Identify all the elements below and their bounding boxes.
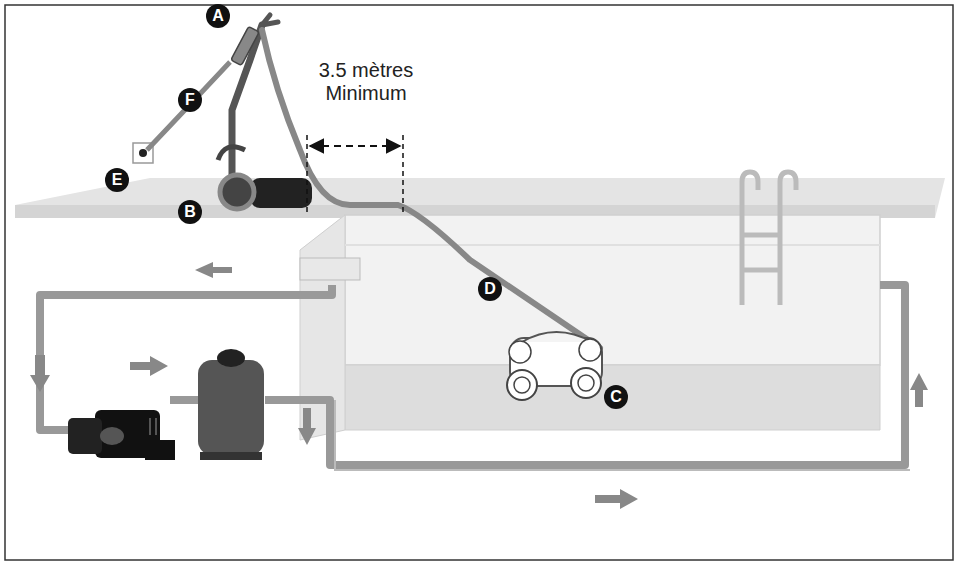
- robot-wheel: [509, 341, 531, 363]
- skimmer: [300, 258, 360, 280]
- callout-letter: F: [178, 88, 202, 112]
- filter-valve: [217, 349, 245, 367]
- power-cable: [147, 62, 230, 150]
- pool-pump: [68, 410, 175, 460]
- pump-filter-pipe: [170, 396, 200, 404]
- caddy-base: [250, 178, 312, 208]
- flow-arrow: [910, 373, 928, 407]
- control-box: [231, 26, 259, 65]
- ladder-step: [742, 233, 780, 238]
- pool-back-wall: [345, 215, 880, 365]
- robot-wheel: [507, 370, 537, 400]
- caddy-handle: [262, 15, 278, 25]
- pool-ladder: [742, 172, 796, 305]
- callout-letter: B: [178, 200, 202, 224]
- dimension-label: 3.5 mètres Minimum: [304, 59, 428, 105]
- pipe-shadow: [335, 400, 910, 470]
- robot-wheel-hub: [514, 377, 530, 393]
- robot-wheel: [579, 339, 601, 361]
- flow-arrow: [30, 355, 50, 392]
- pool-deck: [15, 178, 945, 218]
- robot-wheel-hub: [578, 375, 594, 391]
- flow-arrows: [30, 262, 928, 509]
- pump-fin: [155, 418, 157, 435]
- callout-letter: A: [206, 4, 230, 28]
- return-pipe: [265, 285, 905, 465]
- ladder-rail: [742, 172, 758, 305]
- ladder-rail: [780, 172, 796, 305]
- callout-letter: E: [105, 168, 129, 192]
- sand-filter: [198, 349, 264, 460]
- cable-hook: [218, 147, 245, 160]
- dimension-extension: [306, 135, 308, 215]
- pool-side-wall: [300, 215, 345, 440]
- robot-cover: [522, 332, 592, 342]
- pump-port: [100, 427, 124, 445]
- ladder-step: [742, 268, 780, 273]
- outlet-socket: [139, 149, 147, 157]
- callout-letter: D: [478, 277, 502, 301]
- flow-arrow: [595, 489, 638, 509]
- caddy-wheel: [220, 175, 254, 209]
- floating-cable: [262, 30, 600, 348]
- dimension-line: [310, 145, 400, 147]
- dimension: [307, 135, 403, 215]
- water-line: [345, 244, 880, 246]
- flow-arrow: [195, 262, 232, 278]
- pump-base: [145, 440, 175, 460]
- filter-base: [200, 452, 262, 460]
- pool-robot: [507, 332, 602, 400]
- flow-arrow: [298, 408, 316, 445]
- pump-fin: [149, 418, 151, 435]
- pump-housing: [68, 418, 102, 454]
- frame: [5, 5, 953, 560]
- filter-tank: [198, 360, 264, 455]
- suction-pipe: [40, 285, 332, 430]
- dimension-extension: [402, 135, 404, 215]
- callout-letter: C: [604, 385, 628, 409]
- flow-arrow: [130, 356, 168, 376]
- pool-floor: [345, 365, 880, 430]
- robot-wheel: [571, 368, 601, 398]
